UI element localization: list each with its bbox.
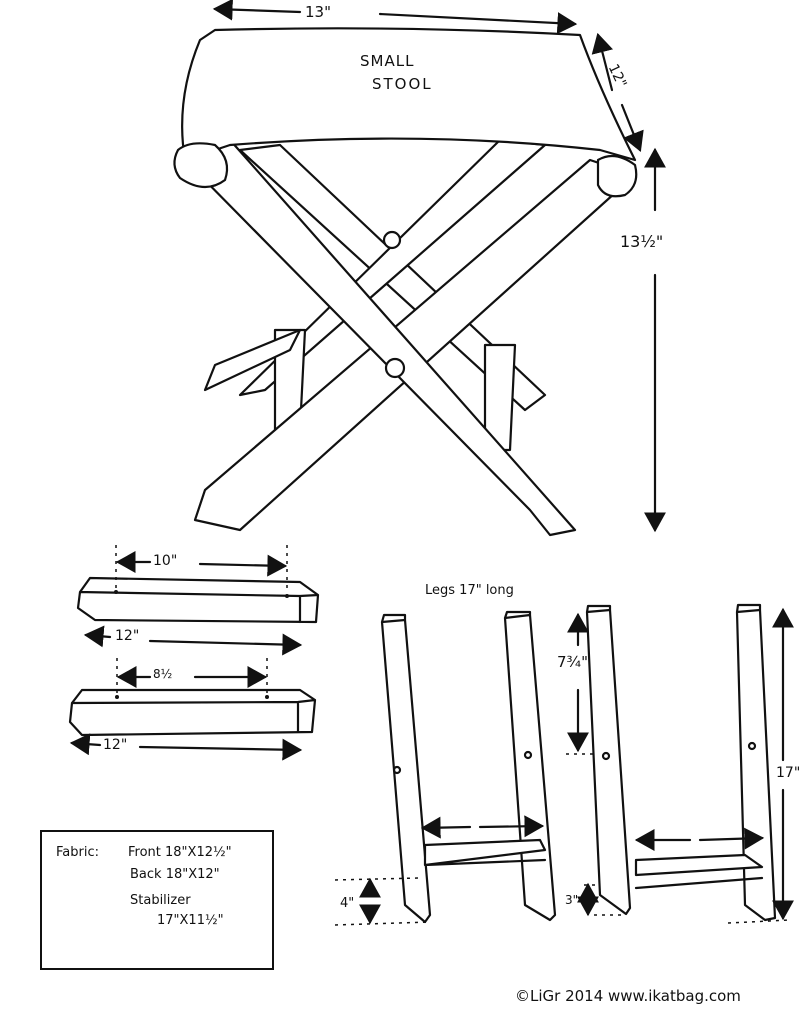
title-line-2: STOOL	[372, 75, 433, 93]
fabric-label: Fabric:	[56, 845, 99, 860]
seat-rail-end-right	[596, 154, 638, 198]
front-leg-pair	[334, 610, 557, 926]
back-stretcher-board	[68, 658, 317, 761]
back-leg-pair	[566, 603, 794, 924]
credit: ©LiGr 2014 www.ikatbag.com	[515, 987, 741, 1005]
hole-from-top-label: 7¾"	[557, 653, 588, 671]
pivot-bolt-bottom	[384, 357, 406, 379]
back-length-label: 12"	[103, 737, 128, 753]
fabric-front: Front 18"X12½"	[128, 845, 232, 860]
pivot-bolt-top	[382, 230, 402, 250]
legs-length-label: Legs 17" long	[425, 583, 514, 598]
stool-illustration	[173, 27, 638, 537]
back-holes-label: 8½	[153, 667, 173, 681]
fabric-stabilizer-label: Stabilizer	[130, 893, 191, 908]
back-stretcher-leg-right	[483, 343, 517, 452]
title-line-1: SMALL	[360, 52, 415, 70]
fabric-stabilizer-size: 17"X11½"	[157, 913, 224, 928]
front-holes-label: 10"	[153, 553, 178, 569]
fabric-back: Back 18"X12"	[130, 867, 220, 882]
leg-length-label: 17"	[776, 765, 799, 781]
seat-rail-end-left	[173, 142, 229, 189]
front-length-label: 12"	[115, 628, 140, 644]
fabric-box	[40, 830, 274, 970]
stool-height-label: 13½"	[620, 232, 664, 251]
front-stretcher-board	[76, 545, 320, 656]
fabric-seat	[181, 27, 637, 162]
seat-width-label: 13"	[305, 3, 331, 21]
front-stretcher-height-label: 4"	[340, 896, 355, 911]
back-stretcher-height-label: 3"	[565, 893, 579, 907]
